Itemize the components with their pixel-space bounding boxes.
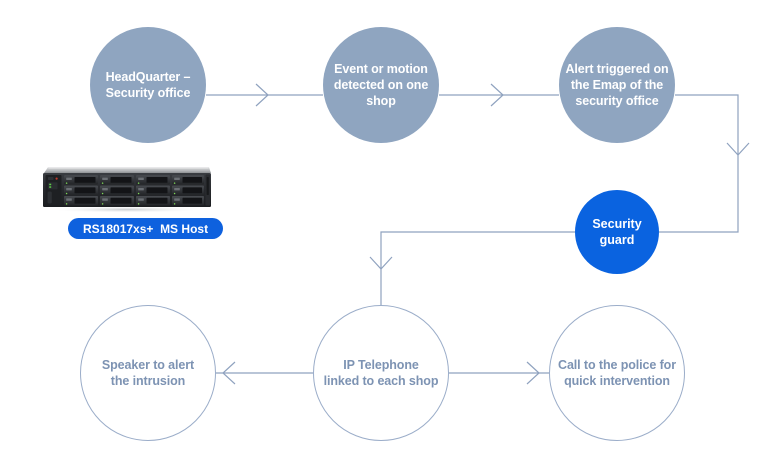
drive-bay[interactable] [136, 175, 170, 185]
drive-bay[interactable] [64, 185, 98, 195]
left-chevron-icon [222, 361, 236, 385]
server-right-vent [206, 177, 209, 195]
node-headquarter-label: HeadQuarter – Security office [105, 70, 191, 100]
node-security-guard[interactable]: Security guard [575, 190, 659, 274]
connector-telephone-to-speaker [216, 361, 313, 385]
right-chevron-icon [255, 83, 269, 107]
node-headquarter[interactable]: HeadQuarter – Security office [90, 27, 206, 143]
status-led-1 [49, 183, 52, 186]
node-speaker-alert-label: Speaker to alert the intrusion [101, 358, 195, 388]
connector-alert-to-guard [659, 94, 750, 233]
power-led [55, 177, 58, 180]
server-top-highlight [48, 167, 209, 169]
panel-handle[interactable] [47, 191, 52, 204]
server-model-badge: RS18017xs+ MS Host [68, 218, 224, 239]
drive-bay-grid [64, 175, 204, 206]
node-event-detected-label: Event or motion detected on one shop [333, 62, 429, 108]
node-ip-telephone-label: IP Telephone linked to each shop [323, 358, 439, 388]
node-call-police[interactable]: Call to the police for quick interventio… [549, 305, 685, 441]
down-chevron-icon [726, 142, 750, 156]
connector-headquarter-to-event [206, 83, 323, 107]
drive-bay[interactable] [100, 196, 134, 206]
node-speaker-alert[interactable]: Speaker to alert the intrusion [80, 305, 216, 441]
node-security-guard-label: Security guard [592, 217, 642, 247]
rack-server-icon [43, 167, 211, 212]
drive-bay[interactable] [64, 196, 98, 206]
connector-telephone-to-police [449, 361, 549, 385]
node-event-detected[interactable]: Event or motion detected on one shop [323, 27, 439, 143]
right-chevron-icon [490, 83, 504, 107]
drive-bay[interactable] [172, 185, 204, 195]
connector-guard-to-telephone [369, 231, 575, 305]
drive-bay[interactable] [100, 175, 134, 185]
drive-bay[interactable] [172, 196, 204, 206]
right-chevron-icon [526, 361, 540, 385]
server-shadow [46, 206, 206, 212]
drive-bay[interactable] [136, 196, 170, 206]
node-call-police-label: Call to the police for quick interventio… [558, 358, 676, 388]
drive-bay[interactable] [136, 185, 170, 195]
down-chevron-icon [369, 256, 393, 270]
node-ip-telephone[interactable]: IP Telephone linked to each shop [313, 305, 449, 441]
status-led-panel [48, 182, 58, 190]
connector-event-to-alert [439, 83, 559, 107]
server-top-cover [44, 167, 211, 173]
status-led-2 [49, 186, 52, 188]
drive-bay[interactable] [172, 175, 204, 185]
power-button[interactable] [48, 177, 54, 180]
drive-bay[interactable] [100, 185, 134, 195]
drive-bay[interactable] [64, 175, 98, 185]
node-alert-triggered[interactable]: Alert triggered on the Emap of the secur… [559, 27, 675, 143]
node-alert-triggered-label: Alert triggered on the Emap of the secur… [565, 62, 669, 108]
